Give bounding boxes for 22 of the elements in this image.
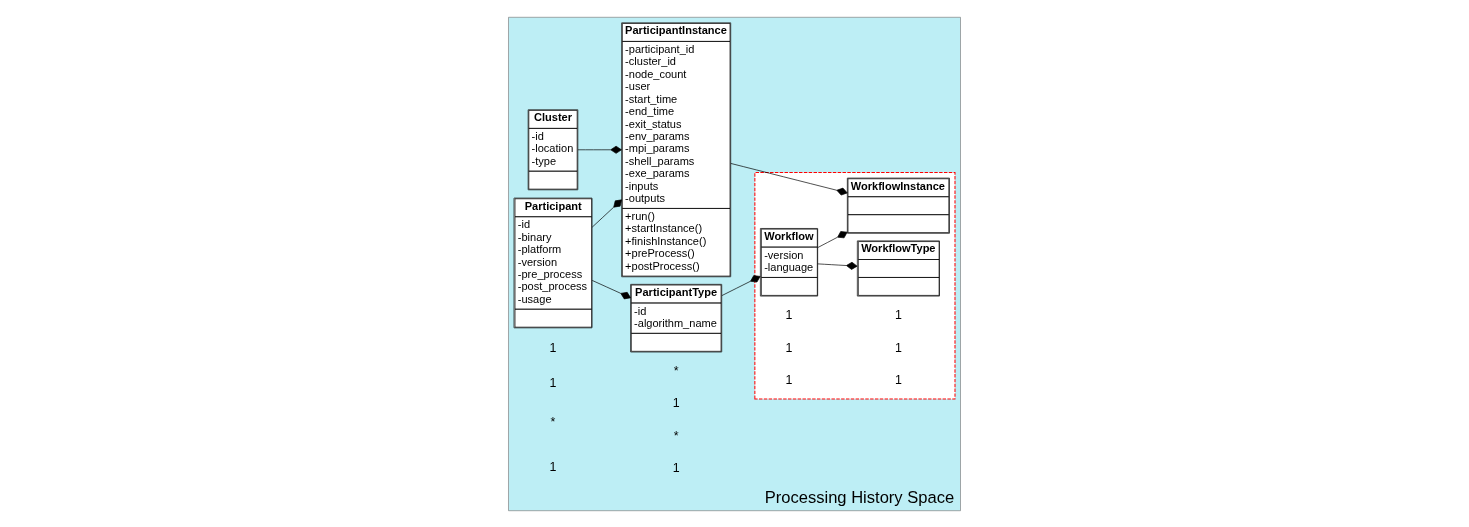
connector [721, 274, 761, 296]
label: 1 [549, 459, 557, 474]
connector [577, 145, 622, 154]
connector [817, 261, 858, 270]
label: 1 [785, 372, 793, 387]
label: 1 [672, 460, 680, 475]
connector [817, 230, 848, 248]
label: 1 [894, 372, 902, 387]
connector [591, 279, 631, 299]
label: 1 [549, 375, 557, 390]
label: 1 [785, 340, 793, 355]
connector [730, 162, 848, 195]
label: * [673, 363, 679, 378]
connector [591, 199, 622, 227]
label: * [550, 414, 556, 429]
label: 1 [894, 307, 902, 322]
label: 1 [894, 340, 902, 355]
label: 1 [549, 340, 557, 355]
label: 1 [672, 395, 680, 410]
label: * [673, 428, 679, 443]
cluster [754, 171, 956, 399]
label: 1 [785, 307, 793, 322]
